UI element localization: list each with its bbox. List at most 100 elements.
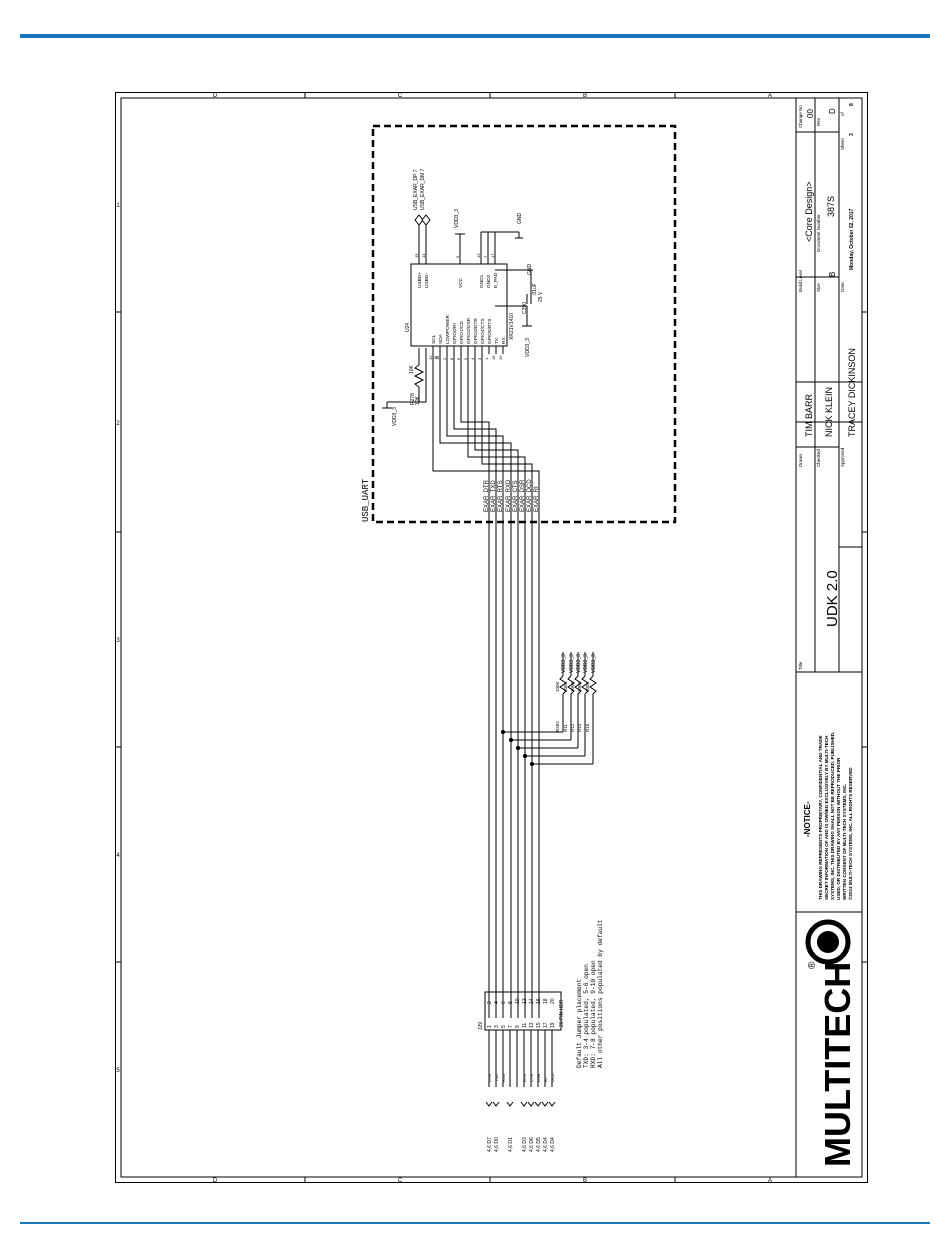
- offpage-arrow-icon: [541, 1101, 549, 1107]
- schematic-sheet: D C B A D C B A 1 2 3 4 5 USB_UART U24 X…: [115, 92, 868, 1184]
- bus-wire: [446, 354, 504, 1018]
- header-pin-even: 4: [494, 1001, 500, 1004]
- header-pin-even: 18: [543, 998, 549, 1004]
- approved-name: TRACEY DICKINSON: [847, 348, 857, 437]
- pullup-ref: R11: [563, 724, 568, 732]
- header-pin-even: 6: [501, 1001, 507, 1004]
- zone-row-5: 5: [116, 1068, 120, 1074]
- offpage-label: 4,6 D5: [536, 1137, 542, 1152]
- header-signal-label: DSR: [536, 1073, 541, 1082]
- usb-uart-title: USB_UART: [361, 478, 371, 522]
- chip-pin-name: USBD+: [417, 272, 423, 288]
- pullup-value: 100K: [585, 681, 590, 692]
- logo-registered: ®: [807, 961, 818, 969]
- notice-line-2: SECRET INFORMATION OF AND IS OWNED EXCLU…: [824, 735, 829, 900]
- sheet-label: Sheet: [840, 137, 845, 150]
- header-pin-odd: 1: [487, 1025, 493, 1028]
- header-pin-even: 8: [508, 1001, 514, 1004]
- title-block-values: TIM BARR NICK KLEIN TRACEY DICKINSON <Co…: [804, 103, 857, 627]
- top-rule: [20, 34, 930, 38]
- logo-text: MULTITECH: [817, 962, 858, 1167]
- header-pin-odd: 17: [543, 1022, 549, 1028]
- zone-col-bot-3: B: [583, 1178, 587, 1184]
- signal-bus: [432, 354, 540, 1018]
- build-level: <Core Design>: [804, 181, 814, 242]
- checked-name: NICK KLEIN: [824, 387, 834, 437]
- offpage-arrow-icon: [492, 1101, 500, 1107]
- outer-frame: [115, 92, 868, 1183]
- chip-pin-number: 3: [477, 357, 482, 360]
- cap-value: .01uF: [532, 283, 538, 296]
- header-pin-even: 2: [487, 1001, 493, 1004]
- notice-line-3: SYSTEMS, INC. THIS DRAWING SHALL NOT BE …: [830, 732, 835, 900]
- header-pin-odd: 9: [515, 1025, 521, 1028]
- chip-pin-name: GPIO1/CD: [459, 321, 465, 344]
- gnd-label-chip: GND: [517, 213, 523, 225]
- zone-col-bot-1: D: [213, 1178, 218, 1184]
- jumper-note-1: Default Jumper placement: [576, 979, 583, 1068]
- pullup-value: 100K: [555, 681, 560, 692]
- title-block: [795, 97, 863, 1178]
- jumper-note-2: TXD: 3-4 populated, 5-6 open: [583, 964, 590, 1068]
- bus-wire: [474, 354, 519, 1018]
- offpage-label: 4,6 D0: [494, 1137, 500, 1152]
- exar-net-label: EXAR_DTR: [484, 479, 490, 512]
- usb-uart-block: [371, 124, 677, 524]
- title-label: Title: [798, 661, 803, 670]
- bus-wire: [432, 354, 540, 1018]
- pullup-ref: R262: [555, 721, 560, 732]
- zone-row-4: 4: [116, 853, 120, 859]
- chip-pin-number: 9: [455, 255, 460, 258]
- checked-label: Checked: [816, 449, 821, 467]
- header-caption: 20 PIN HDR: [559, 999, 565, 1027]
- offpage-label: 4,6 D6: [529, 1137, 535, 1152]
- date-label: Date:: [840, 281, 845, 292]
- notice-line-4: USED, OR DISTRIBUTED BY ANY PERSON WITHO…: [836, 757, 841, 900]
- vdd-label-r278: VDD3_3: [392, 407, 398, 426]
- cap-voltage: 25 V: [538, 291, 544, 302]
- sheet-value: 3: [849, 133, 855, 136]
- zone-ticks: [115, 92, 868, 1183]
- rev-value: D: [828, 108, 837, 114]
- offpage-label: 4,6 D1: [508, 1137, 514, 1152]
- header-pin-even: 20: [550, 998, 556, 1004]
- drawing-title: UDK 2.0: [824, 570, 841, 627]
- exar-net-label: EXAR_RTS: [498, 480, 504, 512]
- bus-wire: [460, 354, 490, 1018]
- pullup-r12: [515, 652, 582, 751]
- chip-pin-number: 13: [476, 253, 481, 258]
- header-pin-odd: 7: [508, 1025, 514, 1028]
- bottom-rule: [20, 1222, 930, 1224]
- zone-row-1: 1: [116, 203, 120, 209]
- chip-pin-number: 16: [491, 355, 496, 360]
- offpage-arrow-icon: [506, 1101, 514, 1107]
- zone-col-bot-4: A: [768, 1178, 772, 1184]
- header-pin-even: 14: [529, 998, 535, 1004]
- pullup-rail: VDD3_3: [583, 654, 589, 673]
- header-body: [484, 991, 562, 1031]
- gnd-label-cap: GND: [527, 264, 533, 276]
- rev-label: Rev: [816, 117, 821, 126]
- header-pin-odd: 5: [501, 1025, 507, 1028]
- chip-pin-name: GPIO4/CTS: [480, 318, 486, 344]
- chip-pin-number: 11: [435, 355, 440, 360]
- offpage-arrow-icon: [548, 1101, 556, 1107]
- header-pin-even: 10: [515, 998, 521, 1004]
- chip-pin-number: 15: [414, 253, 419, 258]
- offpage-label: 4,6 D3: [522, 1137, 528, 1152]
- change-label: Change No: [798, 105, 803, 128]
- pullup-rail: VDD3_3: [576, 654, 582, 673]
- pullup-r13: [522, 652, 589, 759]
- chip-pin-name: GPIO5/RTS: [487, 318, 493, 344]
- header-signal-label: RXD: [501, 1073, 506, 1082]
- r278-value: 10K: [409, 364, 415, 374]
- header-pin-odd: 15: [536, 1022, 542, 1028]
- chip-pin-name: GND1: [479, 274, 485, 288]
- docnum-label: Document Number: [816, 214, 821, 252]
- zone-col-top-2: C: [398, 93, 403, 99]
- notice-heading: -NOTICE-: [803, 801, 812, 837]
- chip-pin-number: 8: [449, 357, 454, 360]
